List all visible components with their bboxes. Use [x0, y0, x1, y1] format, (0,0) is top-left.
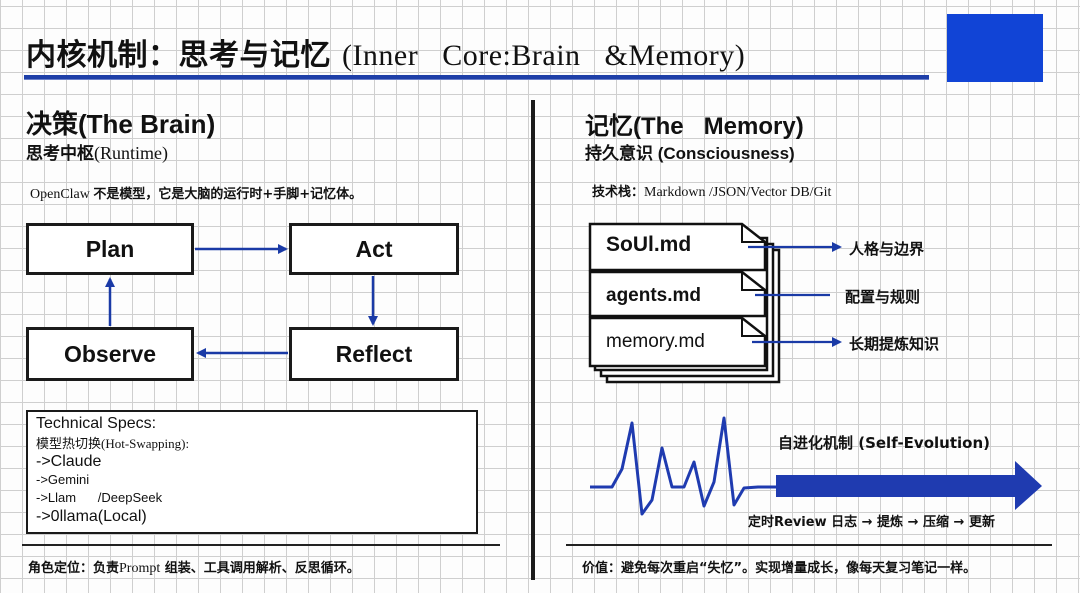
act-box: Act — [289, 223, 459, 275]
title-underline-thin — [24, 79, 929, 80]
soul-file-desc: 人格与边界 — [849, 240, 925, 258]
evolution-arrow — [776, 461, 1042, 510]
memory-file-name: memory.md — [606, 331, 705, 352]
agents-file-desc: 配置与规则 — [845, 288, 921, 306]
spec-item-gemini: ->Gemini — [36, 472, 90, 487]
memory-heading: 记忆(The Memory) — [585, 113, 804, 140]
agents-file-fold — [741, 272, 765, 291]
soul-file-name: SoUl.md — [606, 233, 692, 256]
memory-tech-stack: 技术栈：Markdown /JSON/Vector DB/Git — [592, 181, 831, 201]
stack-en: Markdown /JSON/Vector DB/Git — [644, 185, 832, 200]
corner-block — [947, 14, 1043, 82]
reflect-box: Reflect — [289, 327, 459, 381]
memory-subheading: 持久意识 (Consciousness) — [585, 144, 795, 163]
brain-footer: 角色定位：负责Prompt 组装、工具调用解析、反思循环。 — [28, 557, 360, 577]
spec-item-ollama: ->0llama(Local) — [36, 508, 147, 525]
evolution-title: 自进化机制 (Self-Evolution) — [778, 434, 990, 452]
stack-prefix: 技术栈： — [592, 185, 645, 200]
brain-footer-prefix: 角色定位：负责 — [28, 561, 120, 576]
agents-file-name: agents.md — [606, 285, 702, 306]
column-divider — [531, 100, 535, 580]
brain-description: OpenClaw 不是模型，它是大脑的运行时+手脚+记忆体。 — [30, 183, 362, 203]
specs-title: Technical Specs: — [36, 415, 157, 432]
page-title: 内核机制：思考与记忆 (Inner Core:Brain &Memory) — [26, 30, 745, 74]
brain-subheading: 思考中枢(Runtime) — [26, 139, 168, 164]
observe-box: Observe — [26, 327, 194, 381]
specs-subtitle: 模型热切换(Hot-Swapping): — [36, 433, 468, 452]
memory-file-desc: 长期提炼知识 — [849, 335, 940, 353]
brain-footer-rest: 组装、工具调用解析、反思循环。 — [160, 561, 360, 576]
evolution-flow: 定时Review 日志 → 提炼 → 压缩 → 更新 — [748, 515, 995, 530]
brain-heading: 决策(The Brain) — [26, 109, 216, 139]
spec-item-llama: ->Llam /DeepSeek — [36, 490, 163, 505]
brain-desc-prefix: OpenClaw — [30, 187, 94, 202]
memory-file-card — [588, 316, 767, 368]
brain-sub-zh: 思考中枢 — [26, 144, 94, 164]
soul-file-fold — [741, 224, 765, 243]
agents-file-card — [588, 270, 767, 318]
memory-footer: 价值：避免每次重启“失忆”。实现增量成长，像每天复习笔记一样。 — [582, 561, 977, 576]
brain-footer-prompt: Prompt — [119, 561, 161, 576]
title-underline — [24, 75, 929, 79]
right-footer-divider — [566, 544, 1052, 546]
title-en: (Inner Core:Brain &Memory) — [341, 39, 746, 72]
specs-subtitle-zh: 模型热切换 — [36, 436, 102, 451]
brain-desc-text: 不是模型，它是大脑的运行时+手脚+记忆体。 — [93, 187, 363, 202]
plan-box: Plan — [26, 223, 194, 275]
spec-item-claude: ->Claude — [36, 453, 102, 470]
brain-sub-en: (Runtime) — [94, 143, 168, 163]
pulse-line — [590, 416, 776, 516]
title-zh: 内核机制：思考与记忆 — [26, 38, 342, 73]
memory-file-fold — [741, 318, 765, 337]
specs-subtitle-en: (Hot-Swapping): — [101, 436, 190, 451]
technical-specs-panel: Technical Specs: 模型热切换(Hot-Swapping): ->… — [26, 410, 478, 534]
soul-file-card — [588, 222, 767, 272]
left-footer-divider — [22, 544, 500, 546]
